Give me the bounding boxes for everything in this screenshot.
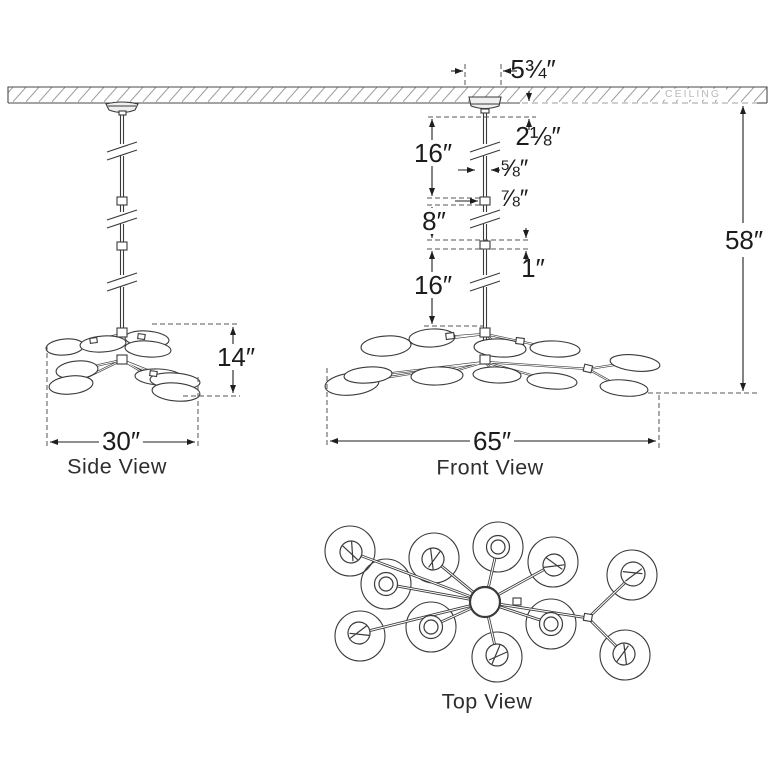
dim-label-front-width: 65″ (469, 428, 515, 454)
dim-label-mid-rod: 8″ (419, 208, 449, 234)
ceiling-label: CEILING (659, 89, 727, 100)
dim-label-rod-diameter: ⅝″ (499, 155, 529, 182)
dim-label-fixture-height: 14″ (213, 344, 259, 370)
front-view-drawing (324, 96, 661, 397)
ceiling-band (7, 86, 768, 104)
top-view-label: Top View (441, 689, 533, 714)
dim-label-upper-rod: 16″ (410, 140, 456, 166)
dim-label-side-width: 30″ (98, 428, 144, 454)
dimension-lines (50, 68, 746, 445)
front-view-label: Front View (436, 455, 544, 480)
top-view-drawing (324, 521, 658, 683)
side-view-drawing (45, 101, 201, 402)
dim-label-canopy-width: 5¾″ (510, 54, 556, 84)
extension-lines (46, 64, 757, 448)
side-view-label: Side View (67, 454, 167, 479)
dim-label-overall-drop: 58″ (721, 227, 767, 253)
dim-label-ceiling-to-canopy: 2⅛″ (515, 121, 561, 151)
dim-label-lower-rod: 16″ (410, 272, 456, 298)
dim-label-connector-width: ⅞″ (499, 185, 529, 212)
dim-label-connector-height: 1″ (521, 253, 545, 283)
